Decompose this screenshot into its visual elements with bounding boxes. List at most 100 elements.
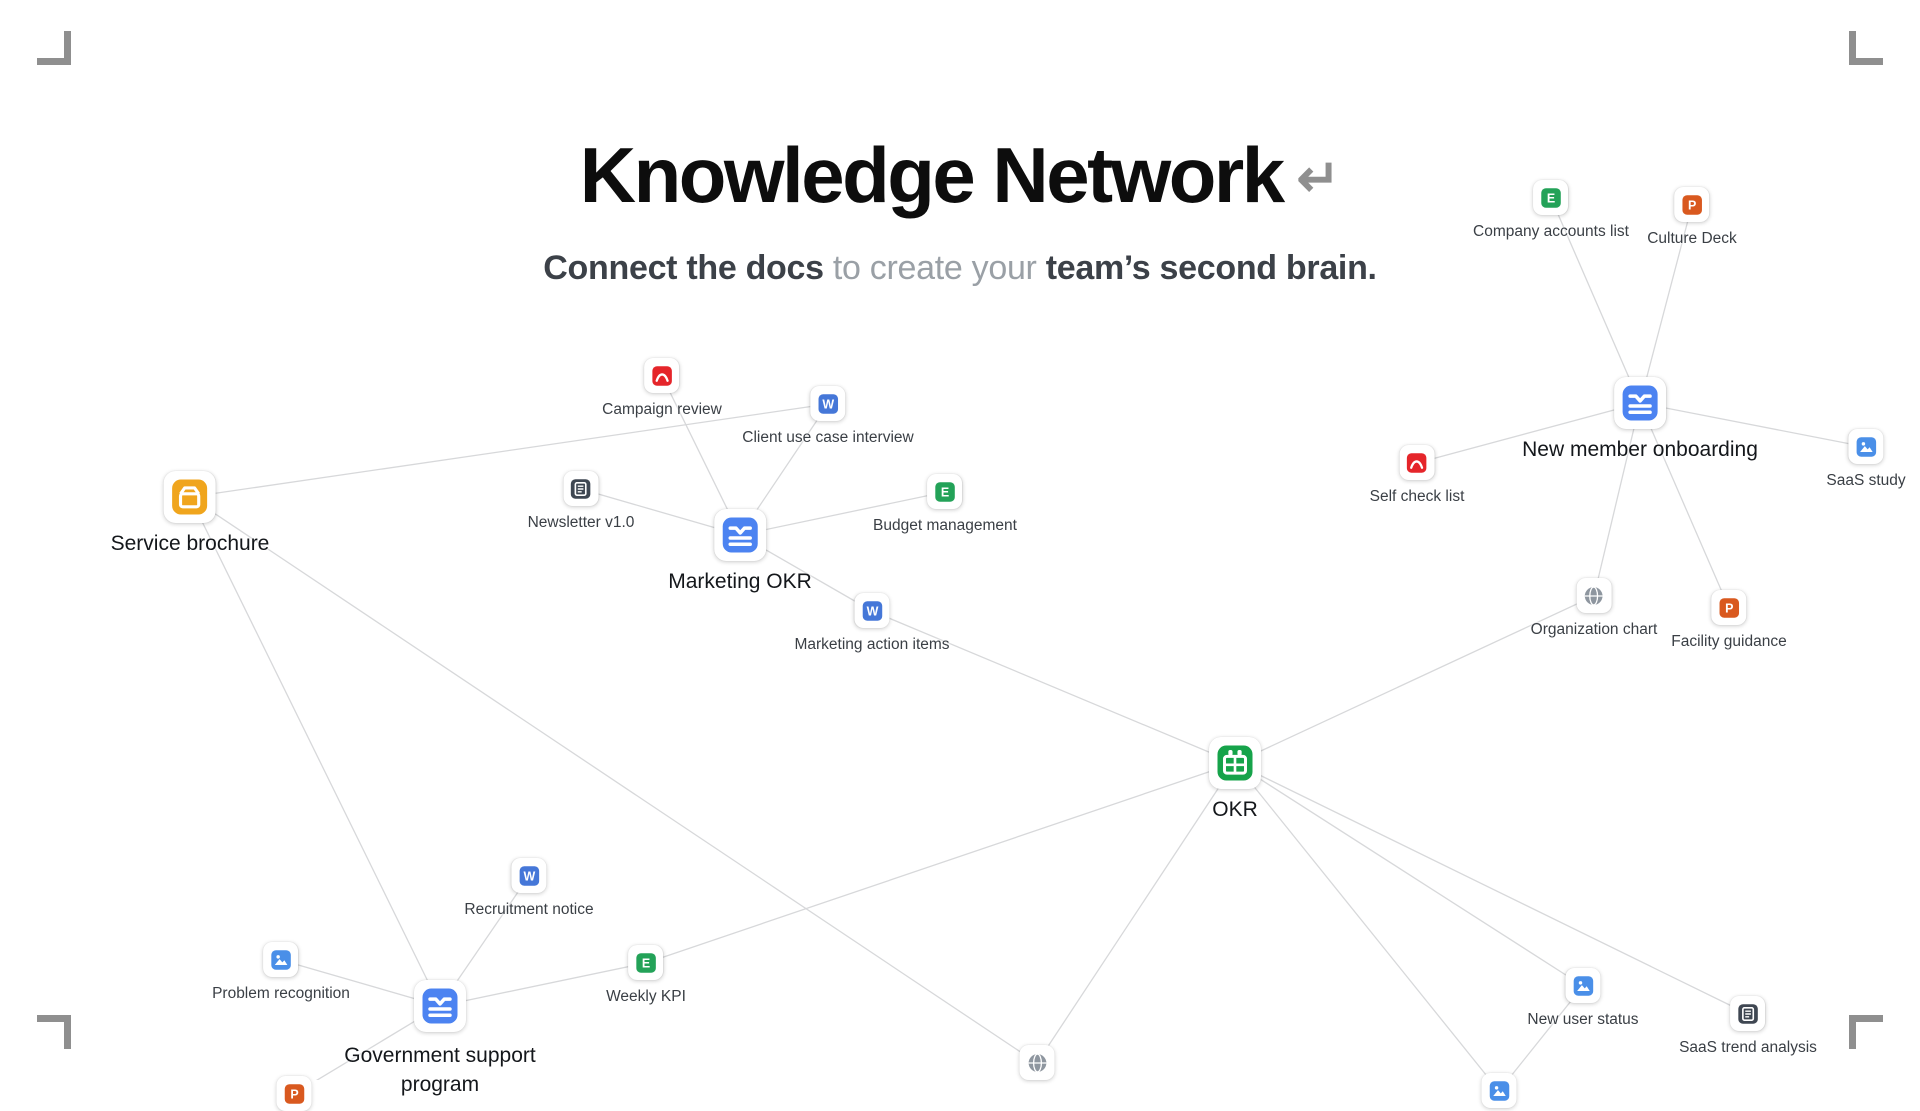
crop-corner-bottom-left xyxy=(37,1015,71,1049)
graph-node-label: Self check list xyxy=(1369,488,1465,505)
graph-node-label: Organization chart xyxy=(1530,621,1658,638)
subtitle-bold-tail: team’s second brain. xyxy=(1045,249,1377,287)
graph-node-saas-study[interactable]: SaaS study xyxy=(1826,429,1906,490)
hero-header: Knowledge Network↵ Connect the docs to c… xyxy=(0,136,1920,289)
graph-node-label: Newsletter v1.0 xyxy=(527,514,635,531)
graph-node-problem-recognition[interactable]: Problem recognition xyxy=(212,942,350,1003)
graph-node-label: Company accounts list xyxy=(1473,223,1629,240)
graph-edge xyxy=(739,491,946,536)
graph-node-facility-guidance[interactable]: P Facility guidance xyxy=(1671,590,1787,651)
graph-edge xyxy=(1506,985,1584,1080)
svg-text:W: W xyxy=(866,604,878,618)
powerpoint-icon: P xyxy=(1674,187,1710,222)
graph-node-marketing-okr[interactable]: Marketing OKR xyxy=(668,509,812,594)
graph-edge xyxy=(1639,402,1730,609)
graph-node-newsletter-v1[interactable]: Newsletter v1.0 xyxy=(527,471,635,532)
svg-text:W: W xyxy=(822,397,834,411)
graph-node-recruitment-notice[interactable]: W Recruitment notice xyxy=(464,858,594,919)
graph-node-government-support-program[interactable]: Government support program xyxy=(335,980,545,1100)
graph-node-culture-deck[interactable]: P Culture Deck xyxy=(1647,187,1737,248)
graph-edge xyxy=(1234,762,1749,1015)
graph-edge xyxy=(1234,762,1491,1080)
word-doc-icon: W xyxy=(810,386,846,421)
graph-node-service-brochure[interactable]: Service brochure xyxy=(110,471,270,556)
graph-edge xyxy=(580,488,741,536)
graph-node-label: Government support program xyxy=(344,1044,536,1097)
graph-node-organization-chart[interactable]: Organization chart xyxy=(1530,578,1658,639)
word-doc-icon: W xyxy=(854,593,890,628)
graph-edge xyxy=(1036,762,1236,1064)
return-icon: ↵ xyxy=(1296,150,1341,208)
graph-edge xyxy=(280,959,441,1007)
graph-edge xyxy=(1593,402,1641,597)
excel-sheet-icon: E xyxy=(927,474,963,509)
graph-node-label: Marketing action items xyxy=(794,636,950,653)
powerpoint-icon: P xyxy=(1711,590,1747,625)
page-title-text: Knowledge Network xyxy=(579,131,1285,219)
graph-node-saas-trend-analysis[interactable]: SaaS trend analysis xyxy=(1679,996,1817,1057)
image-icon xyxy=(1848,429,1884,464)
graph-edge xyxy=(1639,204,1693,404)
globe-icon xyxy=(1576,578,1612,613)
crop-corner-top-left xyxy=(37,31,71,65)
powerpoint-icon: P xyxy=(276,1076,312,1111)
graph-node-marketing-action-items[interactable]: W Marketing action items xyxy=(794,593,950,654)
stock-doc-icon xyxy=(414,980,466,1032)
image-icon xyxy=(1565,968,1601,1003)
memo-icon xyxy=(1730,996,1766,1031)
graph-node-okr[interactable]: OKR xyxy=(1209,737,1261,822)
graph-edge xyxy=(1234,762,1584,987)
excel-sheet-icon: E xyxy=(628,945,664,980)
graph-node-globe-bottom[interactable] xyxy=(1019,1045,1055,1080)
graph-node-label: Campaign review xyxy=(602,401,722,418)
image-icon xyxy=(1481,1073,1517,1108)
graph-node-company-accounts-list[interactable]: E Company accounts list xyxy=(1473,180,1629,241)
graph-edge xyxy=(1550,197,1641,404)
image-icon xyxy=(263,942,299,977)
table-sheet-icon xyxy=(1209,737,1261,789)
graph-node-label: Weekly KPI xyxy=(606,988,686,1005)
graph-node-label: Facility guidance xyxy=(1671,633,1787,650)
word-doc-icon: W xyxy=(511,858,547,893)
subtitle-regular: to create your xyxy=(823,249,1046,287)
graph-node-new-member-onboarding[interactable]: New member onboarding xyxy=(1522,377,1758,462)
svg-text:E: E xyxy=(1547,191,1555,205)
graph-node-label: Client use case interview xyxy=(742,429,914,446)
svg-text:W: W xyxy=(523,869,535,883)
svg-text:P: P xyxy=(290,1087,298,1101)
page-subtitle: Connect the docs to create your team’s s… xyxy=(0,248,1920,289)
graph-node-label: Service brochure xyxy=(110,532,270,555)
graph-node-weekly-kpi[interactable]: E Weekly KPI xyxy=(606,945,686,1006)
graph-node-label: Problem recognition xyxy=(212,985,350,1002)
graph-node-partial-doc-bottom-left[interactable]: P xyxy=(276,1076,312,1111)
graph-node-label: Culture Deck xyxy=(1647,230,1737,247)
graph-node-label: New user status xyxy=(1527,1011,1639,1028)
pdf-icon xyxy=(644,358,680,393)
pdf-icon xyxy=(1399,445,1435,480)
svg-text:E: E xyxy=(941,485,949,499)
crop-corner-top-right xyxy=(1849,31,1883,65)
graph-node-label: OKR xyxy=(1212,798,1258,821)
graph-edge xyxy=(439,962,647,1007)
graph-node-self-check-list[interactable]: Self check list xyxy=(1369,445,1465,506)
graph-node-budget-management[interactable]: E Budget management xyxy=(873,474,1017,535)
archive-box-icon xyxy=(164,471,216,523)
graph-node-client-use-case-interview[interactable]: W Client use case interview xyxy=(742,386,914,447)
graph-node-new-user-status[interactable]: New user status xyxy=(1527,968,1639,1029)
graph-edge xyxy=(661,375,741,536)
graph-edge xyxy=(871,610,1236,764)
globe-icon xyxy=(1019,1045,1055,1080)
graph-node-label: Recruitment notice xyxy=(464,901,594,918)
stock-doc-icon xyxy=(713,509,766,561)
page-title: Knowledge Network↵ xyxy=(0,136,1920,214)
crop-corner-bottom-right xyxy=(1849,1015,1883,1049)
graph-edge xyxy=(645,762,1236,964)
stock-doc-icon xyxy=(1613,377,1666,429)
graph-node-partial-doc-bottom-right[interactable] xyxy=(1481,1073,1517,1108)
svg-text:P: P xyxy=(1725,601,1733,615)
graph-node-label: Budget management xyxy=(873,517,1017,534)
memo-icon xyxy=(563,471,599,506)
graph-edge xyxy=(189,496,1038,1064)
graph-node-campaign-review[interactable]: Campaign review xyxy=(602,358,722,419)
